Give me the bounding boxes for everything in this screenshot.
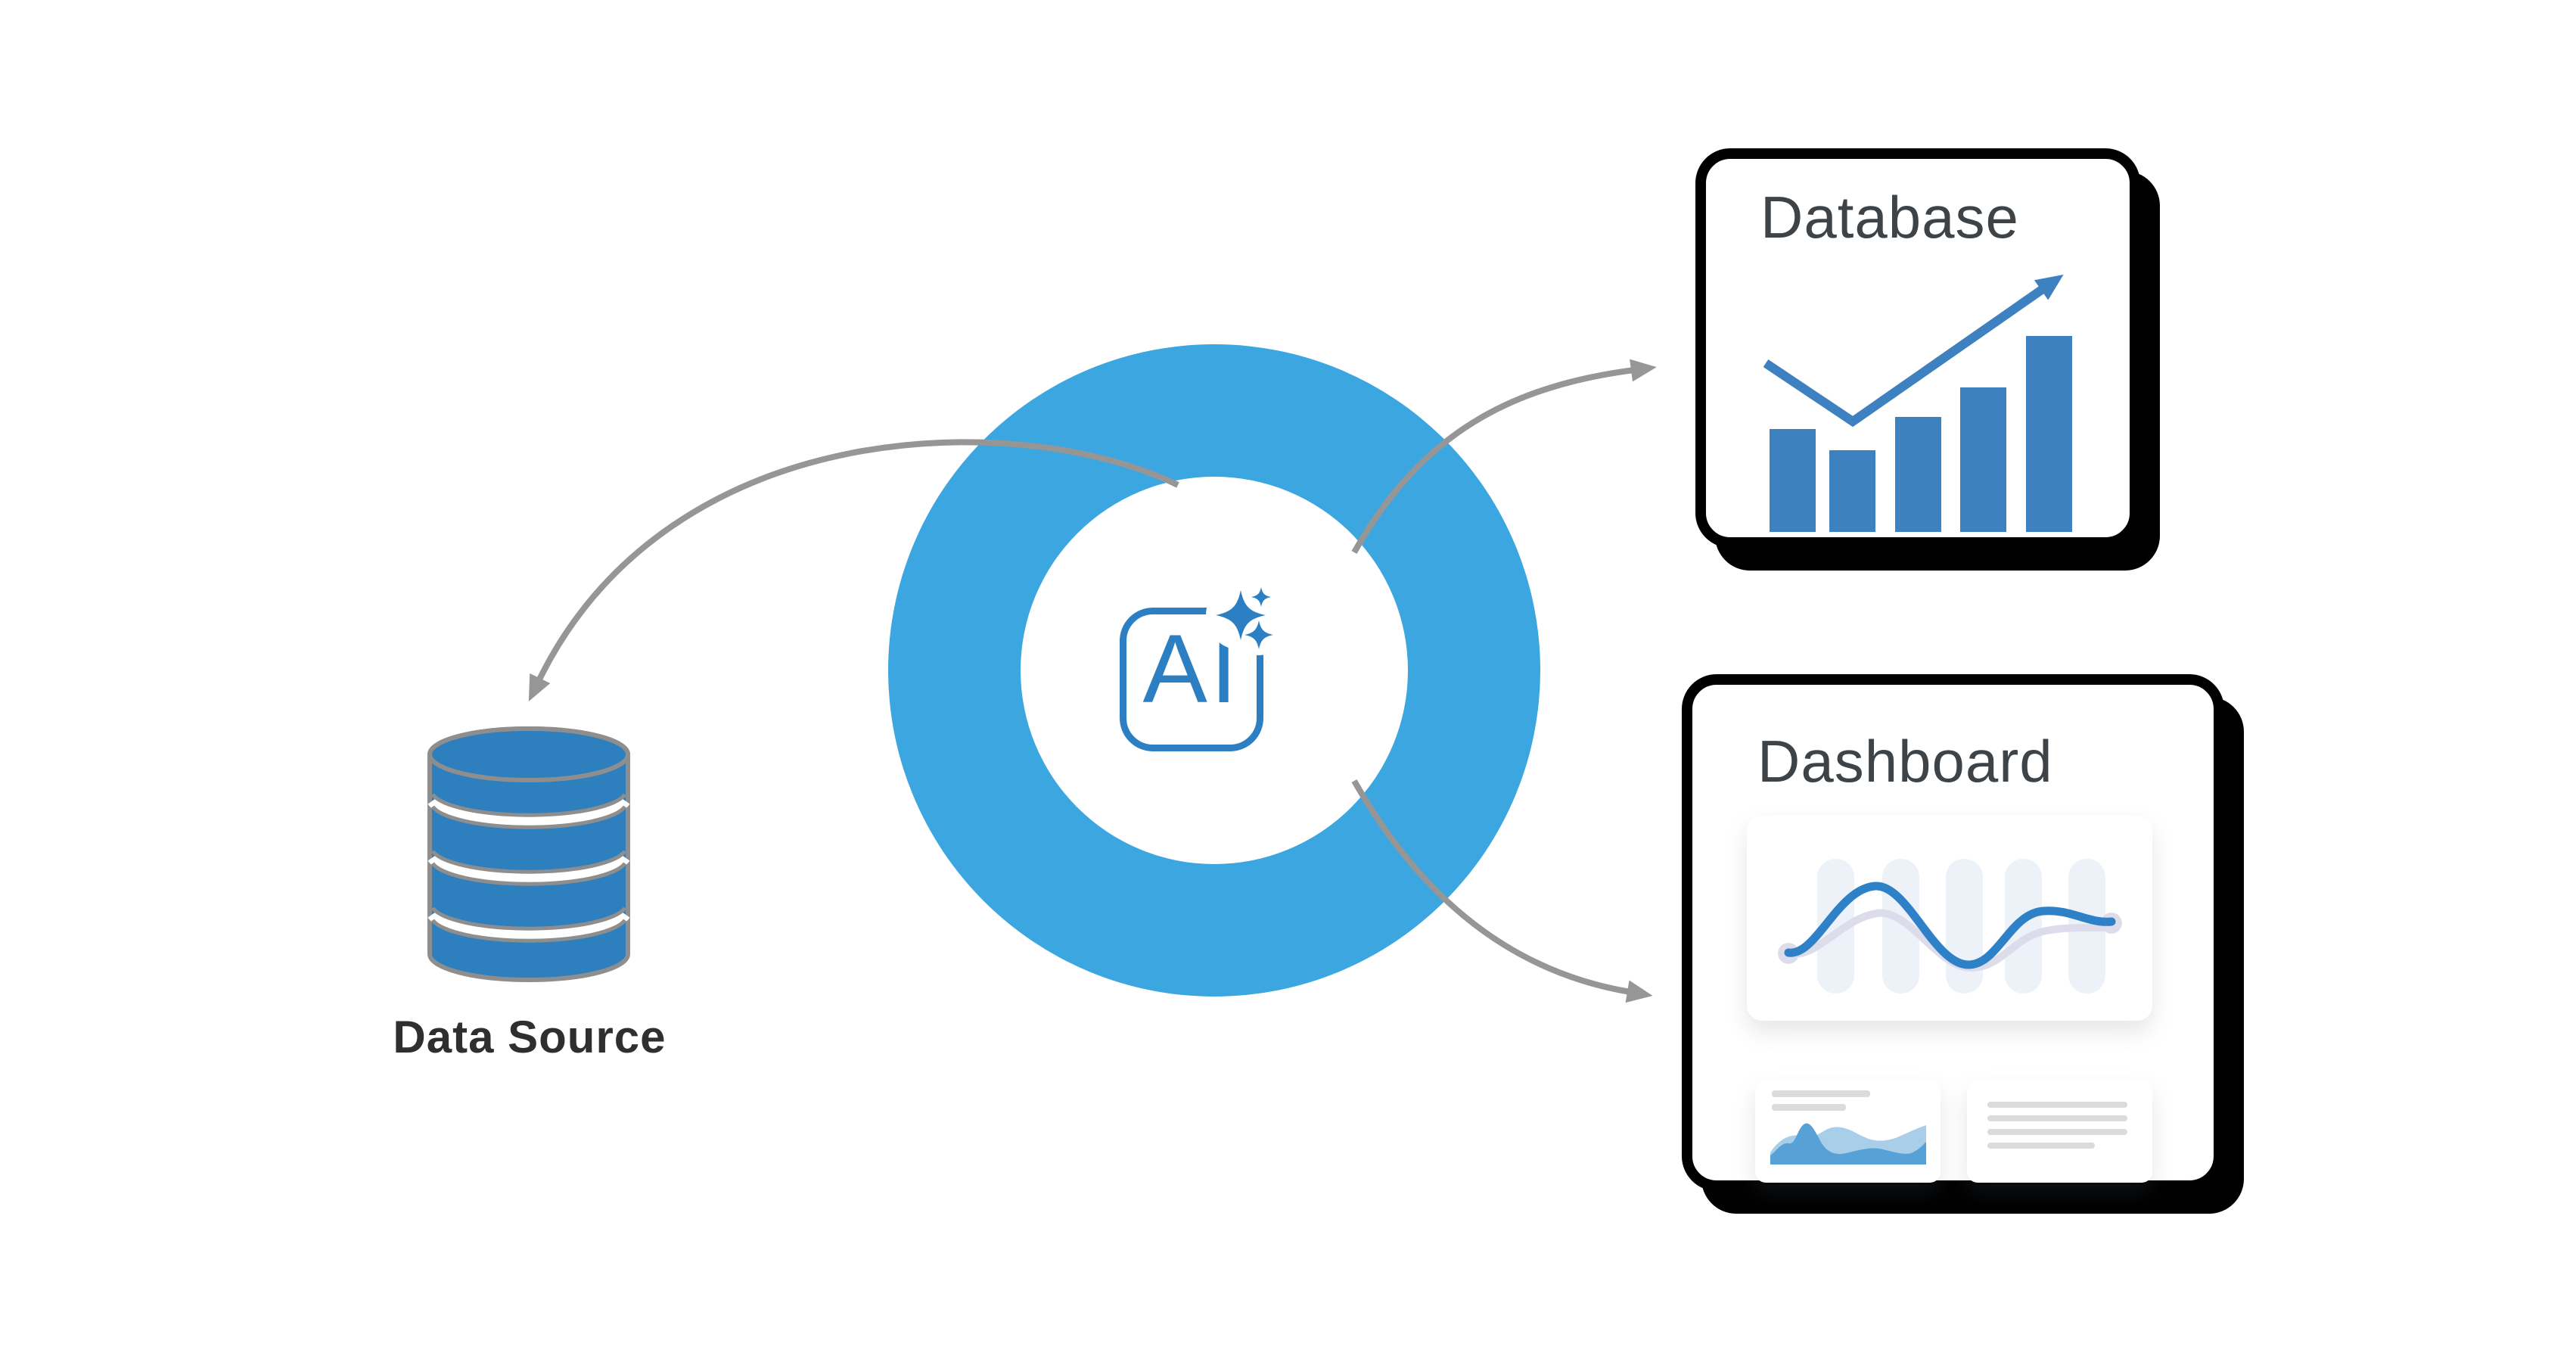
connector-arrows [528, 359, 1657, 1003]
ai-donut-ring [888, 344, 1540, 997]
ai-rounded-square [1120, 608, 1263, 751]
arrow-ai-to-database [1351, 359, 1657, 554]
dashboard-area-chart-panel [1755, 1080, 1941, 1183]
database-cylinder-icon [427, 726, 630, 982]
dashboard-card-title: Dashboard [1757, 728, 2053, 794]
area-chart-icon [1770, 1090, 1926, 1165]
wave-chart-icon [1778, 859, 2122, 994]
arrow-ai-to-dashboard [1351, 779, 1653, 1003]
database-card: Database [1695, 148, 2140, 548]
trend-arrow [1763, 274, 2064, 428]
text-lines-icon [1987, 1102, 2127, 1149]
bar-chart-bars [1770, 336, 2072, 532]
dashboard-text-placeholder-panel [1967, 1080, 2152, 1183]
arrow-ai-to-datasource [528, 439, 1179, 701]
bar-chart-growth-icon [1763, 274, 2072, 532]
ai-icon: AI [1120, 580, 1279, 751]
database-card-title: Database [1760, 184, 2019, 250]
data-source-label: Data Source [393, 1012, 667, 1062]
dashboard-line-chart-panel [1747, 816, 2152, 1021]
dashboard-card: Dashboard [1682, 674, 2224, 1191]
sparkles-icon [1206, 580, 1279, 655]
